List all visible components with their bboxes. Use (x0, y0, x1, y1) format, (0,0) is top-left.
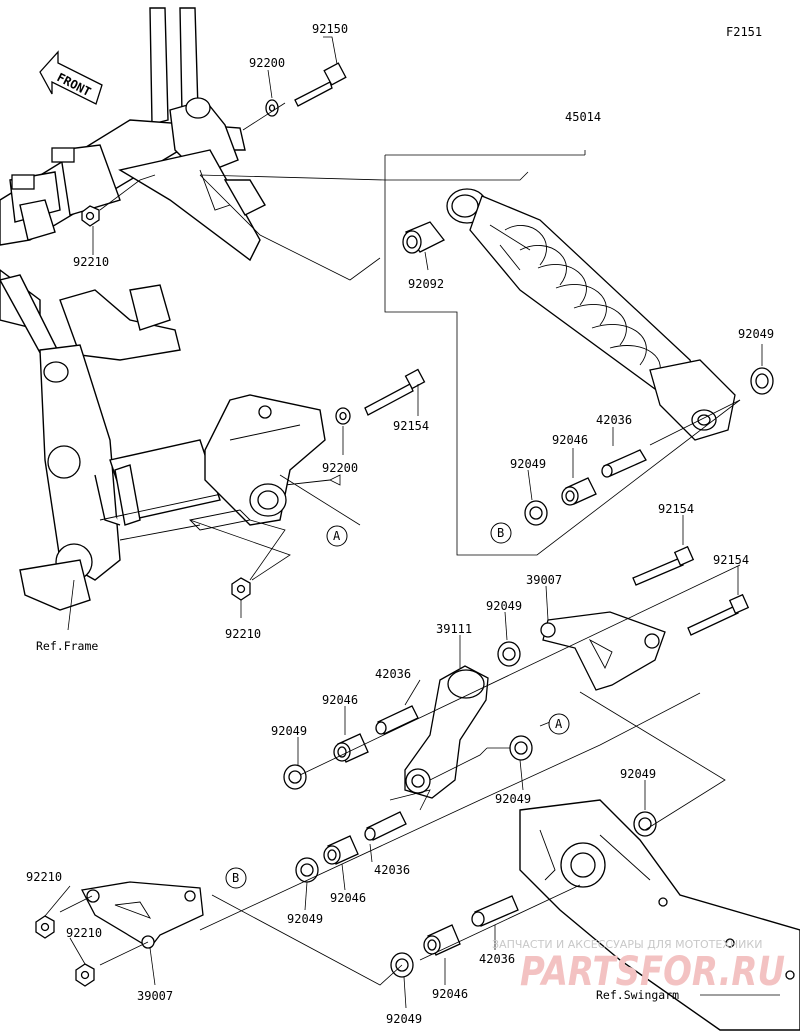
callout-b-lower: B (225, 867, 247, 889)
arm-39111 (404, 665, 489, 799)
washer-92200-mid (335, 407, 351, 425)
bolt-92154-mid (364, 368, 426, 416)
bearing-92046-arm-lower (323, 835, 359, 865)
seal-92049-shock-right (750, 367, 774, 395)
label-92046-arm-lower: 92046 (330, 891, 366, 905)
label-92049-shock-left: 92049 (510, 457, 546, 471)
nut-92210-top (81, 205, 100, 227)
watermark-brand: PARTSFOR.RU (520, 949, 785, 995)
label-92200-mid: 92200 (322, 461, 358, 475)
shock-bracket-left (384, 155, 741, 556)
collar-92092 (402, 221, 445, 254)
label-42036-shock: 42036 (596, 413, 632, 427)
label-92154-mid: 92154 (393, 419, 429, 433)
sleeve-42036-arm-upper (375, 705, 419, 735)
callout-a-lower-label: A (555, 717, 563, 731)
label-92154-rod-1: 92154 (658, 502, 694, 516)
nut-92210-mid (231, 577, 251, 601)
label-92210-rod-1: 92210 (26, 870, 62, 884)
nut-92210-rod-2 (75, 963, 95, 987)
label-42036-swingarm: 42036 (479, 952, 515, 966)
sleeve-42036-arm-lower (364, 811, 407, 841)
seal-92049-arm-mid (509, 735, 533, 761)
label-92150: 92150 (312, 22, 348, 36)
seal-92049-rod (497, 641, 521, 667)
callout-a-upper-label: A (333, 529, 341, 543)
callout-b-upper: B (490, 522, 512, 544)
callout-b-lower-label: B (232, 871, 239, 885)
label-92210-rod-2: 92210 (66, 926, 102, 940)
label-92046-swingarm: 92046 (432, 987, 468, 1001)
label-92049-arm-mid: 92049 (495, 792, 531, 806)
swingarm-assembly (519, 799, 800, 1031)
label-92092: 92092 (408, 277, 444, 291)
label-92049-arm-upper: 92049 (271, 724, 307, 738)
frame-assembly (0, 7, 331, 611)
sleeve-42036-shock (601, 449, 647, 478)
watermark-caption: ЗАПЧАСТИ И АКСЕССУАРЫ ДЛЯ МОТОТЕХНИКИ (492, 938, 762, 951)
front-arrow-icon: FRONT (39, 50, 103, 105)
seal-92049-shock-left (524, 500, 548, 526)
leader-lines (44, 36, 780, 1009)
sleeve-42036-swingarm (471, 895, 519, 927)
label-42036-arm-lower: 42036 (374, 863, 410, 877)
bolt-92150 (294, 62, 347, 107)
label-92049-arm-lower: 92049 (287, 912, 323, 926)
callout-b-upper-label: B (497, 526, 504, 540)
bolt-92154-rod-2 (687, 593, 750, 636)
label-42036-arm-upper: 42036 (375, 667, 411, 681)
callout-a-upper: A (326, 525, 348, 547)
bolt-92154-rod-1 (632, 545, 695, 586)
label-92049-swingarm-lower: 92049 (386, 1012, 422, 1026)
label-92154-rod-2: 92154 (713, 553, 749, 567)
label-92210-top: 92210 (73, 255, 109, 269)
label-92046-shock: 92046 (552, 433, 588, 447)
nut-92210-rod-1 (35, 915, 55, 939)
label-39111: 39111 (436, 622, 472, 636)
washer-92200-top (265, 99, 279, 117)
label-92049-rod: 92049 (486, 599, 522, 613)
seal-92049-arm-lower (295, 857, 319, 883)
bearing-92046-shock (561, 477, 597, 506)
label-92200-top: 92200 (249, 56, 285, 70)
label-39007-right: 39007 (526, 573, 562, 587)
seal-92049-arm-upper (283, 764, 307, 790)
shock-absorber-45014 (446, 188, 736, 441)
label-92049-swingarm: 92049 (620, 767, 656, 781)
bearing-92046-swingarm (423, 924, 461, 956)
label-92210-mid: 92210 (225, 627, 261, 641)
shock-mount-bracket (189, 394, 326, 531)
label-45014: 45014 (565, 110, 601, 124)
label-92049-shock-right: 92049 (738, 327, 774, 341)
figure-code: F2151 (726, 25, 762, 39)
bearing-92046-arm-upper (333, 733, 369, 763)
ref-frame-label: Ref.Frame (36, 639, 98, 653)
label-92046-arm-upper: 92046 (322, 693, 358, 707)
label-39007-left: 39007 (137, 989, 173, 1003)
rod-39007-left (81, 881, 204, 949)
callout-a-lower: A (548, 713, 570, 735)
seal-92049-swingarm (633, 811, 657, 837)
ref-swingarm-label: Ref.Swingarm (596, 988, 679, 1002)
